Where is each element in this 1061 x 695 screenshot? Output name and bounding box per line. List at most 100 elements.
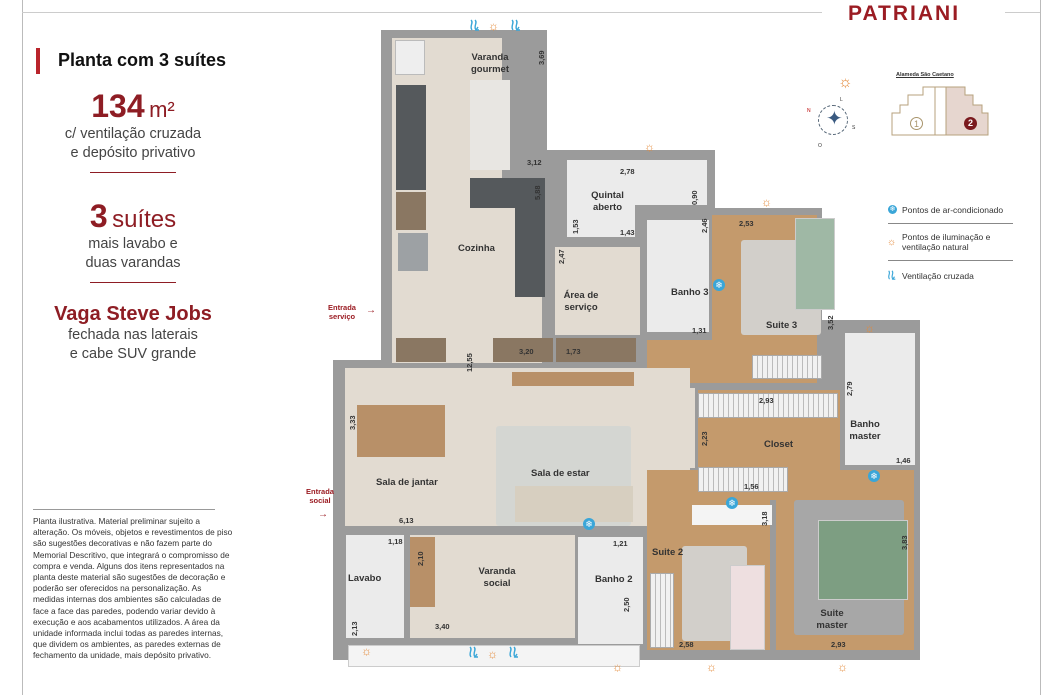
- dim: 1,43: [620, 228, 635, 237]
- sun-icon: ☼: [487, 647, 498, 661]
- compass-s: S: [852, 125, 856, 131]
- dim: 2,79: [845, 381, 854, 396]
- frame-top: [22, 12, 822, 13]
- label-area-servico: Área de serviço: [563, 290, 599, 313]
- dim: 2,93: [759, 396, 774, 405]
- area-sub-2: e depósito privativo: [70, 145, 196, 161]
- dining-table: [357, 405, 445, 457]
- sun-icon: ☼: [361, 644, 372, 658]
- key-plan-unit-2: 2: [964, 117, 977, 130]
- room-quintal-2: [567, 160, 635, 237]
- dim: 3,20: [519, 347, 534, 356]
- label-banho-3: Banho 3: [671, 287, 709, 298]
- cross-ventilation-icon: [469, 19, 481, 31]
- area-value: 134: [91, 88, 145, 124]
- dim: 2,46: [700, 218, 709, 233]
- sun-icon: ☼: [761, 195, 772, 209]
- sun-icon: ☼: [887, 237, 897, 248]
- label-suite-2: Suite 2: [652, 547, 684, 558]
- divider: [90, 282, 176, 283]
- label-varanda-gourmet: Varanda gourmet: [471, 52, 509, 75]
- wardrobe: [752, 355, 822, 379]
- compass-o: O: [818, 143, 822, 149]
- label-sala-jantar: Sala de jantar: [376, 477, 438, 488]
- bed-suite-2: [730, 565, 765, 650]
- room-banho-3: [647, 220, 709, 332]
- cross-ventilation-icon: [510, 19, 522, 31]
- cabinet: [556, 338, 636, 362]
- legend-light: Pontos de iluminação e ventilação natura…: [902, 232, 991, 252]
- dim: 3,40: [435, 622, 450, 631]
- bed-master: [818, 520, 908, 600]
- label-cozinha: Cozinha: [458, 243, 495, 254]
- island: [470, 178, 545, 208]
- suites-block: 3 suítes mais lavabo e duas varandas: [28, 198, 238, 283]
- dim: 2,53: [739, 219, 754, 228]
- room-varanda-social: [410, 535, 575, 638]
- dim: 6,13: [399, 516, 414, 525]
- arrow-right-icon: →: [366, 305, 376, 316]
- dim: 5,88: [533, 185, 542, 200]
- vaga-block: Vaga Steve Jobs fechada nas laterais e c…: [28, 303, 238, 364]
- hall: [690, 388, 695, 468]
- label-lavabo: Lavabo: [348, 573, 382, 584]
- compass-star-icon: ✦: [826, 108, 843, 130]
- dim: 1,46: [896, 456, 911, 465]
- plan-title: Planta com 3 suítes: [58, 50, 227, 70]
- fridge: [398, 233, 428, 271]
- cabinet: [396, 192, 426, 230]
- dim: 3,52: [826, 315, 835, 330]
- bed-suite-3: [795, 218, 835, 310]
- wardrobe: [650, 573, 674, 648]
- frame-top-right: [1005, 12, 1040, 13]
- dining-table-gourmet: [470, 80, 510, 170]
- sun-icon: ☼: [838, 74, 853, 91]
- area-block: 134 m² c/ ventilação cruzada e depósito …: [28, 88, 238, 173]
- vaga-sub-1: fechada nas laterais: [68, 327, 198, 343]
- title-accent-bar: [36, 48, 40, 74]
- cross-ventilation-icon: [468, 646, 480, 658]
- label-suite-master: Suite master: [816, 608, 848, 631]
- room-banho-2: [578, 537, 643, 644]
- compass: ☼ ✦ N L S O: [807, 75, 860, 155]
- dim: 3,69: [537, 50, 546, 65]
- tv-rack: [512, 372, 634, 386]
- legend-ventilation: Ventilação cruzada: [902, 271, 974, 281]
- area-unit: m²: [149, 97, 175, 122]
- dim: 1,56: [744, 482, 759, 491]
- dim: 2,58: [679, 640, 694, 649]
- dim: 0,90: [690, 190, 699, 205]
- dim: 2,13: [350, 621, 359, 636]
- dim: 1,53: [571, 219, 580, 234]
- dim: 2,93: [831, 640, 846, 649]
- label-banho-master: Banho master: [849, 419, 881, 442]
- key-plan-street: Alameda São Caetano: [896, 72, 954, 78]
- key-plan: [891, 86, 989, 136]
- label-suite-3: Suite 3: [766, 320, 798, 331]
- cabinet: [493, 338, 553, 362]
- brand-logo: PATRIANI: [848, 2, 961, 25]
- legend-divider: [888, 260, 1013, 261]
- arrow-right-icon: →: [318, 509, 328, 520]
- snowflake-icon: ❄: [713, 279, 725, 291]
- snowflake-icon: ❄: [888, 205, 897, 214]
- desk: [692, 505, 772, 525]
- dim: 3,83: [900, 535, 909, 550]
- shaft: [395, 40, 425, 75]
- disclaimer: Planta ilustrativa. Material preliminar …: [33, 516, 233, 661]
- suites-unit: suítes: [112, 206, 177, 233]
- frame-left: [22, 0, 23, 695]
- cross-ventilation-icon: [887, 270, 897, 280]
- frame-right: [1040, 0, 1041, 695]
- vaga-sub-2: e cabe SUV grande: [69, 346, 197, 362]
- label-banho-2: Banho 2: [595, 574, 633, 585]
- sun-icon: ☼: [644, 140, 655, 154]
- room-lavabo: [346, 535, 404, 638]
- counter: [396, 85, 426, 190]
- room-banho-master: [845, 333, 915, 465]
- compass-rose-icon: [818, 105, 848, 135]
- sun-icon: ☼: [706, 660, 717, 674]
- key-plan-unit-1: 1: [910, 117, 923, 130]
- dim: 2,10: [416, 551, 425, 566]
- sun-icon: ☼: [864, 321, 875, 335]
